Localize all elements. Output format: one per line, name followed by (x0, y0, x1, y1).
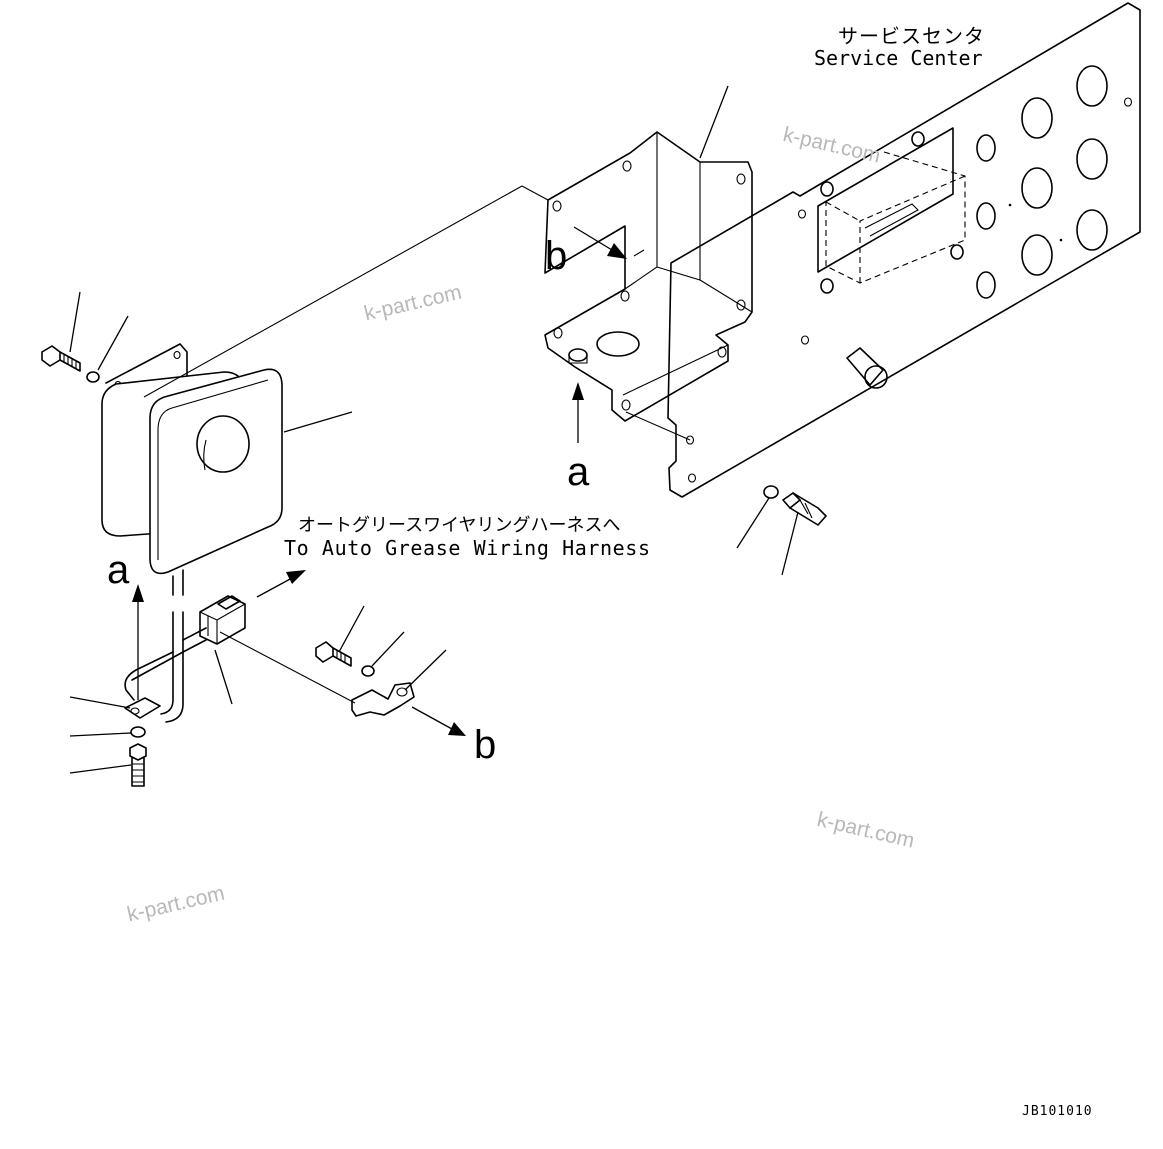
arrow-b-upper (573, 226, 627, 259)
harness-note-en: To Auto Grease Wiring Harness (284, 536, 651, 560)
arrow-a-lower (132, 584, 144, 700)
washer-top-left (86, 371, 100, 383)
bolt-panel (782, 492, 827, 526)
view-a-callout-upper: a (567, 450, 590, 494)
leader-lines (69, 85, 799, 774)
view-a-callout-lower: a (107, 548, 130, 592)
washer-clamp (361, 665, 375, 677)
assembly-lines (143, 185, 691, 704)
bolt-clamp (315, 641, 352, 667)
washer-panel (763, 485, 779, 499)
arrow-a-upper (572, 382, 584, 443)
drawing-code: JB101010 (1022, 1104, 1093, 1119)
connector (199, 595, 246, 645)
harness-note-jp: オートグリースワイヤリングハーネスへ (298, 515, 621, 536)
arrow-harness (256, 570, 306, 598)
bracket (544, 131, 753, 422)
service-center-panel (667, 2, 1141, 498)
arrow-b-lower (411, 706, 466, 736)
service-center-label-en: Service Center (814, 46, 983, 70)
ground-clamp (351, 682, 415, 717)
view-b-callout-lower: b (474, 723, 497, 767)
view-b-callout-upper: b (545, 234, 568, 278)
bolt-top-left (41, 345, 81, 372)
washer-lug (130, 726, 146, 738)
service-center-label-jp: サービスセンタ (838, 24, 985, 48)
bolt-lug (129, 743, 147, 787)
box-unit (101, 343, 283, 723)
